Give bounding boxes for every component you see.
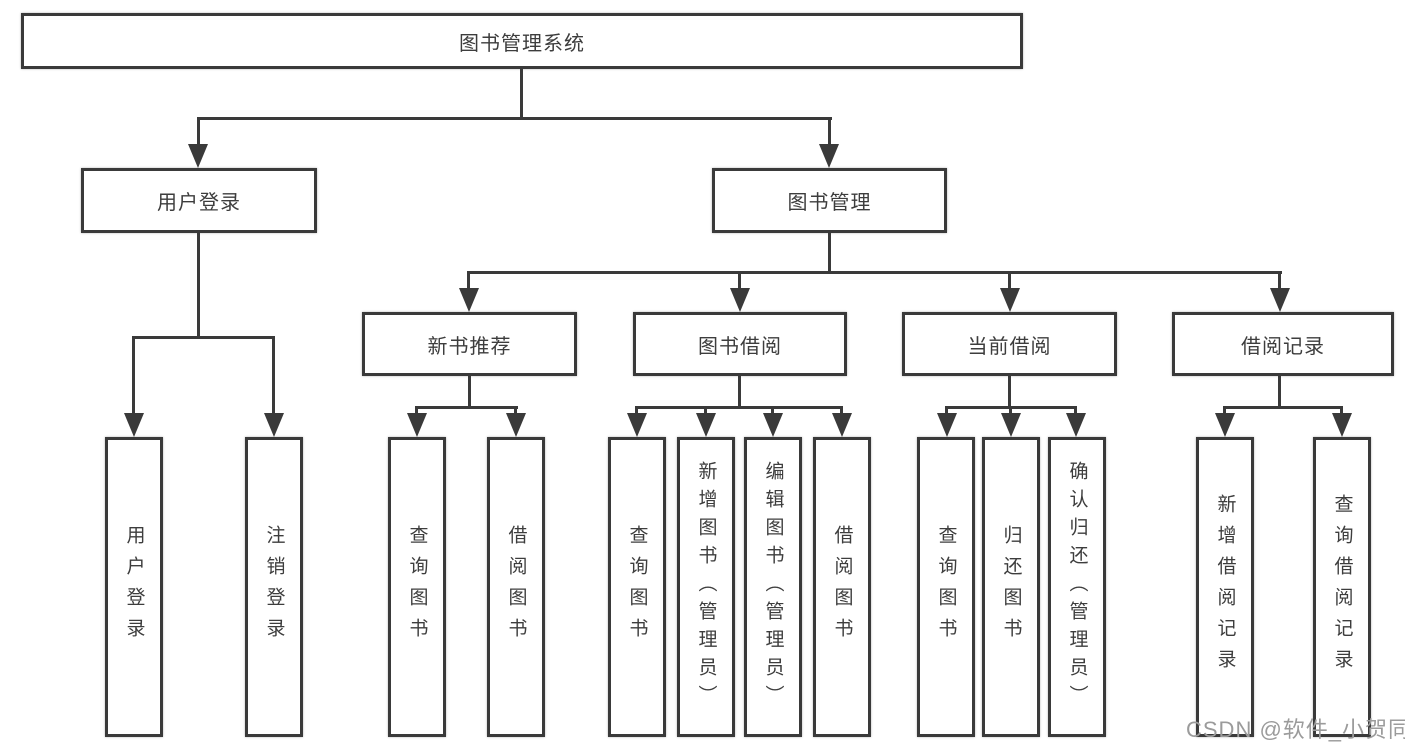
arrowhead-icon xyxy=(506,413,526,437)
connector-borrow-records-stub xyxy=(1278,376,1281,406)
arrowhead-icon xyxy=(730,288,750,312)
leaf-label: 新增借阅记录 xyxy=(1214,494,1236,680)
node-new-book-recommend: 新书推荐 xyxy=(362,312,577,376)
leaf-return-books: 归还图书 xyxy=(982,437,1040,737)
leaf-confirm-return-admin: 确认归还（管理员） xyxy=(1048,437,1106,737)
connector-level3-shaft xyxy=(738,271,741,291)
connector-leaf-shaft xyxy=(1223,406,1226,416)
arrowhead-icon xyxy=(407,413,427,437)
node-book-borrow: 图书借阅 xyxy=(633,312,847,376)
connector-user-login-stub xyxy=(197,233,200,336)
leaf-label: 借阅图书 xyxy=(505,525,527,649)
leaf-query-books-borrow: 查询图书 xyxy=(608,437,666,737)
leaf-user-login: 用户登录 xyxy=(105,437,163,737)
leaf-query-books-current: 查询图书 xyxy=(917,437,975,737)
connector-book-mgmt-stub xyxy=(828,233,831,271)
connector-leaf-shaft xyxy=(415,406,418,416)
csdn-watermark: CSDN @软件_小贺同学 xyxy=(1186,717,1405,742)
arrowhead-icon xyxy=(1215,413,1235,437)
connector-leaf-shaft xyxy=(514,406,517,416)
connector-leaf-shaft xyxy=(272,336,275,414)
leaf-label: 归还图书 xyxy=(1000,525,1022,649)
arrowhead-icon xyxy=(124,413,144,437)
arrowhead-icon xyxy=(264,413,284,437)
connector-leaf-shaft xyxy=(132,336,135,414)
leaf-label: 新增图书（管理员） xyxy=(695,461,717,713)
connector-level3-bar xyxy=(468,271,1282,274)
connector-root-bar xyxy=(197,117,832,120)
arrowhead-icon xyxy=(1270,288,1290,312)
arrowhead-icon xyxy=(1000,288,1020,312)
leaf-logout: 注销登录 xyxy=(245,437,303,737)
leaf-add-borrow-record: 新增借阅记录 xyxy=(1196,437,1254,737)
node-book-management: 图书管理 xyxy=(712,168,947,233)
arrowhead-icon xyxy=(1066,413,1086,437)
leaf-label: 查询借阅记录 xyxy=(1331,494,1353,680)
connector-leaf-shaft xyxy=(771,406,774,416)
leaf-query-books-recommend: 查询图书 xyxy=(388,437,446,737)
connector-new-book-bar xyxy=(415,406,518,409)
node-book-management-label: 图书管理 xyxy=(787,192,872,214)
arrowhead-icon xyxy=(459,288,479,312)
leaf-query-borrow-record: 查询借阅记录 xyxy=(1313,437,1371,737)
connector-leaf-shaft xyxy=(1074,406,1077,416)
node-root-label: 图书管理系统 xyxy=(459,32,585,55)
node-borrow-records: 借阅记录 xyxy=(1172,312,1394,376)
leaf-borrow-books-recommend: 借阅图书 xyxy=(487,437,545,737)
connector-level3-shaft xyxy=(1008,271,1011,291)
leaf-label: 确认归还（管理员） xyxy=(1066,461,1088,713)
arrowhead-icon xyxy=(627,413,647,437)
connector-leaf-shaft xyxy=(704,406,707,416)
node-user-login: 用户登录 xyxy=(81,168,317,233)
node-user-login-label: 用户登录 xyxy=(157,192,241,214)
arrowhead-icon xyxy=(763,413,783,437)
leaf-label: 查询图书 xyxy=(935,525,957,649)
arrowhead-icon xyxy=(832,413,852,437)
connector-new-book-stub xyxy=(468,376,471,406)
connector-book-borrow-bar xyxy=(635,406,843,409)
connector-leaf-shaft xyxy=(945,406,948,416)
node-book-borrow-label: 图书借阅 xyxy=(698,335,782,358)
leaf-label: 编辑图书（管理员） xyxy=(762,461,784,713)
leaf-label: 查询图书 xyxy=(406,525,428,649)
node-current-borrow-label: 当前借阅 xyxy=(967,335,1052,358)
connector-level3-shaft xyxy=(467,271,470,291)
node-current-borrow: 当前借阅 xyxy=(902,312,1117,376)
connector-leaf-shaft xyxy=(840,406,843,416)
connector-borrow-records-bar xyxy=(1223,406,1343,409)
leaf-add-books-admin: 新增图书（管理员） xyxy=(677,437,735,737)
arrowhead-icon xyxy=(1332,413,1352,437)
connector-user-login-bar xyxy=(132,336,275,339)
node-root: 图书管理系统 xyxy=(21,13,1023,69)
leaf-label: 用户登录 xyxy=(123,525,145,649)
connector-book-borrow-stub xyxy=(738,376,741,406)
arrowhead-icon xyxy=(188,144,208,168)
arrowhead-icon xyxy=(937,413,957,437)
leaf-label: 借阅图书 xyxy=(831,525,853,649)
arrowhead-icon xyxy=(1001,413,1021,437)
arrowhead-icon xyxy=(696,413,716,437)
connector-user-login-shaft xyxy=(197,117,200,147)
leaf-edit-books-admin: 编辑图书（管理员） xyxy=(744,437,802,737)
node-new-book-recommend-label: 新书推荐 xyxy=(427,335,512,358)
connector-root-stub xyxy=(520,69,523,117)
connector-leaf-shaft xyxy=(1340,406,1343,416)
connector-leaf-shaft xyxy=(1009,406,1012,416)
leaf-label: 注销登录 xyxy=(263,525,285,649)
connector-current-borrow-stub xyxy=(1008,376,1011,406)
connector-book-mgmt-shaft xyxy=(828,117,831,147)
connector-leaf-shaft xyxy=(635,406,638,416)
arrowhead-icon xyxy=(819,144,839,168)
leaf-borrow-books: 借阅图书 xyxy=(813,437,871,737)
node-borrow-records-label: 借阅记录 xyxy=(1241,335,1325,358)
connector-level3-shaft xyxy=(1278,271,1281,291)
leaf-label: 查询图书 xyxy=(626,525,648,649)
